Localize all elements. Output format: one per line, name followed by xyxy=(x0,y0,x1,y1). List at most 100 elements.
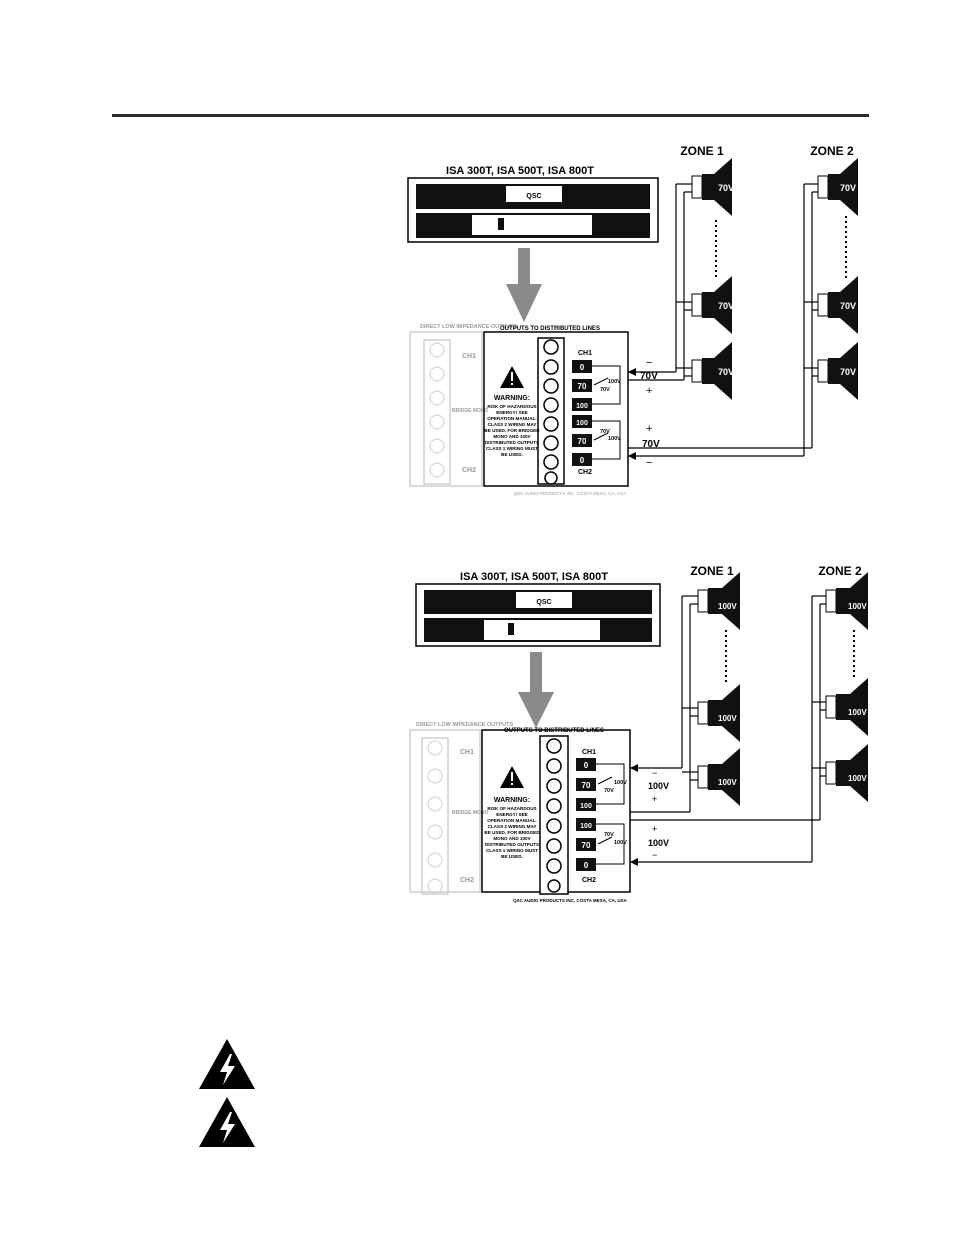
warning-line-5: BE USED. FOR BRIDGED xyxy=(484,428,540,433)
zone-dotted-lines xyxy=(715,216,847,278)
distribution-wires xyxy=(628,183,818,457)
lightning-warning-icon xyxy=(198,1038,256,1090)
warning-line-7: DISTRIBUTED OUTPUTS xyxy=(485,440,539,445)
distributed-title: OUTPUTS TO DISTRIBUTED LINES xyxy=(504,728,604,734)
terminal-label-1: 70 xyxy=(578,382,587,391)
zone-dotted-lines xyxy=(725,630,855,684)
speaker-icon xyxy=(697,684,740,742)
zone1-label: ZONE 1 xyxy=(690,564,734,578)
speaker-tap: 100V xyxy=(848,774,867,783)
terminal-label-5: 0 xyxy=(580,456,585,465)
ch1-plus: + xyxy=(652,794,657,804)
warning-line-9: BE USED. xyxy=(501,452,523,457)
panel-footer: QSC AUDIO PRODUCTS INC. COSTA MESA, CA, … xyxy=(513,898,628,903)
line-arrow-ch1 xyxy=(630,764,638,772)
ch2-minus: − xyxy=(652,850,657,860)
zone1-label: ZONE 1 xyxy=(680,144,724,158)
ch1-line-voltage: 70V xyxy=(640,371,658,382)
warning-line-2: ENERGY! SEE xyxy=(496,410,527,415)
speaker-icon xyxy=(697,748,740,806)
ch1-tap-70: 70V xyxy=(604,788,614,794)
warning-line-7: DISTRIBUTED OUTPUTS xyxy=(485,842,539,847)
ch2-plus: + xyxy=(652,824,657,834)
ch1-minus: − xyxy=(652,768,657,778)
low-ch2-label: CH2 xyxy=(460,877,474,884)
wiring-diagram-70v: ISA 300T, ISA 500T, ISA 800T QSC DIRECT … xyxy=(380,136,880,516)
ch2-minus: − xyxy=(646,457,652,469)
down-arrow xyxy=(518,652,554,728)
speaker-icon xyxy=(825,744,868,802)
ch1-tap-100: 100V xyxy=(614,780,627,786)
terminal-label-1: 70 xyxy=(582,781,591,790)
speaker-icon xyxy=(817,276,858,334)
warning-line-3: OPERATION MANUAL. xyxy=(487,818,536,823)
speaker-tap: 100V xyxy=(848,708,867,717)
warning-line-4: CLASS 2 WIRING MAY xyxy=(488,824,537,829)
speaker-tap: 100V xyxy=(848,602,867,611)
terminal-label-3: 100 xyxy=(580,823,592,830)
zone2-label: ZONE 2 xyxy=(810,144,854,158)
warning-line-3: OPERATION MANUAL. xyxy=(487,416,536,421)
speaker-tap: 100V xyxy=(718,602,737,611)
line-arrow-ch2 xyxy=(630,858,638,866)
speaker-tap: 70V xyxy=(840,183,856,193)
warning-line-6: MONO AND 100V xyxy=(493,434,531,439)
terminal-label-5: 0 xyxy=(584,861,589,870)
speaker-tap: 70V xyxy=(840,367,856,377)
svg-text:QSC: QSC xyxy=(526,193,541,200)
speaker-icon xyxy=(825,572,868,630)
line-arrow-ch1 xyxy=(628,368,636,376)
panel-warning-icon xyxy=(500,366,524,388)
terminal-label-0: 0 xyxy=(580,363,585,372)
ch1-plus: + xyxy=(646,385,652,397)
warning-line-1: RISK OF HAZARDOUS xyxy=(487,806,536,811)
terminal-label-4: 70 xyxy=(582,841,591,850)
low-ch1-label: CH1 xyxy=(460,749,474,756)
speaker-icon xyxy=(691,158,732,216)
speaker-tap: 70V xyxy=(718,367,734,377)
ch1-minus: − xyxy=(646,357,652,369)
tap-brackets xyxy=(592,365,621,460)
down-arrow xyxy=(506,248,542,322)
amplifier-front-panel: QSC xyxy=(407,177,659,243)
speaker-icon xyxy=(825,678,868,736)
speaker-icon xyxy=(691,276,732,334)
ch1-tap-100: 100V xyxy=(608,379,621,385)
distributed-title: OUTPUTS TO DISTRIBUTED LINES xyxy=(500,326,600,332)
bridge-mono-label: BRIDGE MONO xyxy=(452,810,489,816)
terminal-label-boxes xyxy=(572,360,592,466)
warning-line-4: CLASS 2 WIRING MAY xyxy=(488,422,537,427)
speaker-icon xyxy=(697,572,740,630)
speaker-icon xyxy=(817,342,858,400)
terminal-label-2: 100 xyxy=(580,803,592,810)
zone2-label: ZONE 2 xyxy=(818,564,862,578)
svg-text:QSC: QSC xyxy=(536,599,551,606)
model-title: ISA 300T, ISA 500T, ISA 800T xyxy=(446,165,594,177)
ch1-line-voltage: 100V xyxy=(648,781,669,791)
warning-heading: WARNING: xyxy=(494,797,530,804)
ch2-tap-70: 70V xyxy=(604,832,614,838)
tap-brackets xyxy=(596,763,625,865)
panel-footer: QSC AUDIO PRODUCTS INC. COSTA MESA, CA, … xyxy=(514,491,626,496)
speaker-tap: 100V xyxy=(718,714,737,723)
terminal-label-3: 100 xyxy=(576,420,588,427)
ch1-tap-70: 70V xyxy=(600,387,610,393)
warning-line-2: ENERGY! SEE xyxy=(496,812,527,817)
ch2-line-voltage: 70V xyxy=(642,439,660,450)
speaker-tap: 70V xyxy=(840,301,856,311)
ch2-tap-70: 70V xyxy=(600,429,610,435)
ch2-line-voltage: 100V xyxy=(648,838,669,848)
dist-ch1-label: CH1 xyxy=(578,350,592,357)
amplifier-front-panel: QSC xyxy=(415,583,661,647)
lightning-warning-icon xyxy=(198,1096,256,1148)
low-impedance-title: DIRECT LOW IMPEDANCE OUTPUTS xyxy=(420,324,517,330)
terminal-label-0: 0 xyxy=(584,761,589,770)
warning-line-1: RISK OF HAZARDOUS xyxy=(487,404,536,409)
warning-line-6: MONO AND 100V xyxy=(493,836,531,841)
terminal-label-4: 70 xyxy=(578,437,587,446)
speaker-tap: 100V xyxy=(718,778,737,787)
terminal-label-2: 100 xyxy=(576,403,588,410)
panel-warning-icon xyxy=(500,766,524,788)
ch2-tap-100: 100V xyxy=(608,436,621,442)
terminal-label-boxes xyxy=(576,758,596,871)
